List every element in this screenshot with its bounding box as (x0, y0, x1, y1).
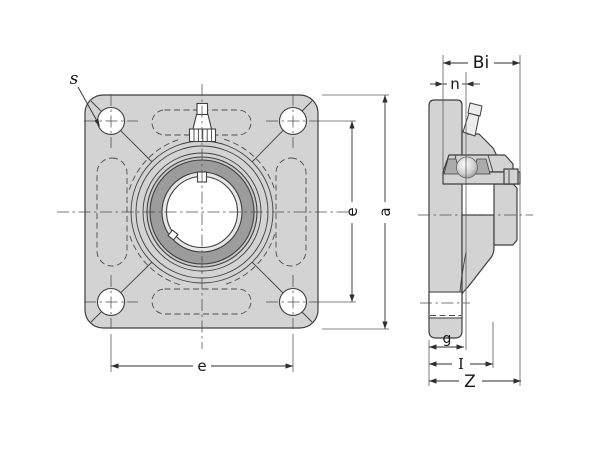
dim-bolt-spacing-horizontal: e (111, 357, 293, 375)
dim-label-e-vertical: e (343, 207, 361, 216)
dim-label-n: n (450, 75, 460, 93)
notch-lower-left (167, 229, 179, 241)
dim-protrusion-n: n (430, 75, 480, 93)
dimensions: s e a e (70, 53, 521, 392)
set-screw-body (462, 112, 480, 137)
centerlines-front (57, 84, 349, 349)
dim-label-Z: Z (464, 372, 476, 392)
dim-hub-length: I (429, 355, 493, 373)
upper-hub-wedge (461, 130, 497, 157)
set-screw-head (467, 102, 483, 117)
dim-label-a: a (376, 207, 394, 216)
dim-label-g: g (443, 331, 452, 347)
setscrew-collar (503, 168, 519, 185)
dim-flange-thickness: g (429, 331, 464, 350)
dim-flange-size: a (376, 95, 394, 329)
lower-hub-bulge (461, 214, 495, 295)
bolt-hole-side-cut (429, 292, 462, 318)
front-view (57, 84, 349, 349)
dim-label-Bi: Bi (473, 53, 489, 73)
side-view (418, 99, 533, 339)
dim-bolt-spacing-vertical: e (343, 121, 361, 302)
leader-arrow-s (94, 118, 100, 127)
hub-fillet-line (459, 251, 467, 293)
dim-label-s: s (70, 69, 79, 89)
dim-label-e-horizontal: e (197, 357, 206, 375)
dim-label-I: I (458, 355, 464, 373)
dim-inner-ring-width: Bi (443, 53, 520, 73)
dim-total-width: Z (429, 372, 521, 392)
hub-cylinder-end (493, 183, 518, 246)
dim-bolt-hole: s (70, 69, 100, 127)
bearing-ball (456, 156, 478, 179)
